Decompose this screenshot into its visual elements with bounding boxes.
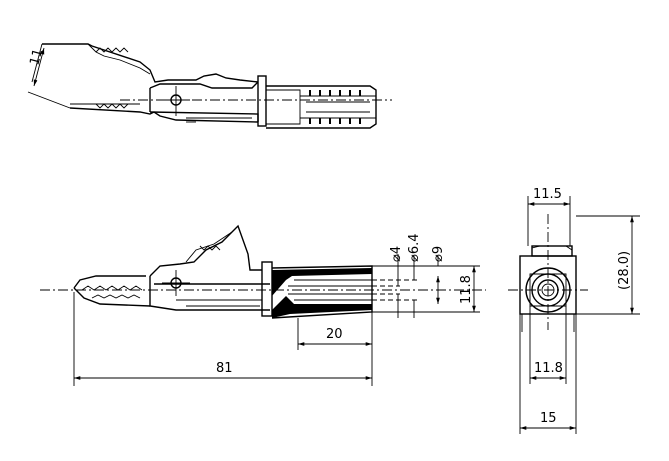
dim-height-side-label: 11.8 [459,275,474,304]
dim-inner-diameter-label: ⌀6.4 [407,233,422,262]
dim-end-width-bottom-label: 11.8 [534,361,563,376]
dim-end-overall-width-label: 15 [540,411,557,426]
dim-end-width-top-label: 11.5 [533,187,562,202]
dim-overall-length-label: 81 [216,361,233,376]
dim-end-height-label: (28.0) [617,251,632,290]
dim-outer-diameter-label: ⌀9 [431,246,446,262]
end-view-clip: 11.5 (28.0) 11.8 15 [508,187,640,434]
dim-bore-diameter-label: ⌀4 [389,246,404,262]
side-view-clip: ⌀4 ⌀6.4 ⌀9 11.8 20 81 [40,224,486,386]
dim-jaw-opening-label: 11 [27,47,46,67]
top-view-clip: 11 [27,43,392,129]
dim-sleeve-length-label: 20 [326,327,343,342]
